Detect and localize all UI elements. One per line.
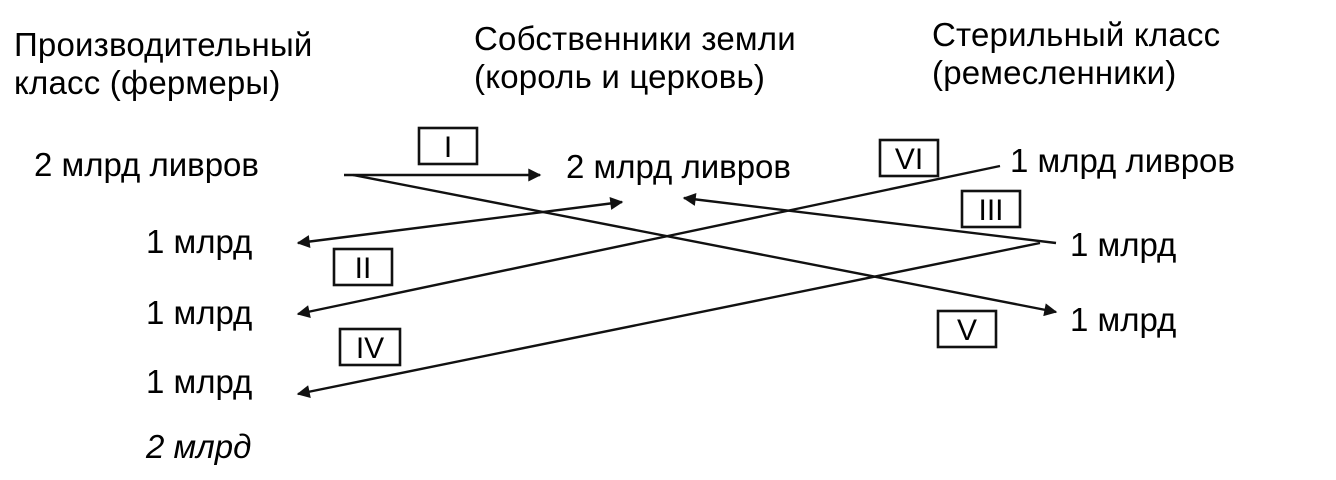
flow-label-I-text: I — [444, 131, 452, 164]
header-sterile-line2: (ремесленники) — [932, 54, 1176, 91]
flow-label-II: II — [332, 247, 394, 287]
header-landowners: Собственники земли (король и церковь) — [474, 20, 796, 95]
flow-II-arrow — [296, 197, 624, 248]
header-productive-class: Производительный класс (фермеры) — [14, 26, 313, 101]
farmers-amount-3: 1 млрд — [146, 363, 252, 400]
flow-label-III: III — [960, 189, 1022, 229]
header-sterile-line1: Стерильный класс — [932, 16, 1220, 53]
flow-label-I: I — [417, 126, 479, 166]
header-productive-line2: класс (фермеры) — [14, 64, 281, 101]
header-landowners-line1: Собственники земли — [474, 20, 796, 57]
flow-label-IV-text: IV — [356, 332, 384, 365]
flow-label-V: V — [936, 309, 998, 349]
flow-IV-arrow — [296, 241, 1041, 399]
header-productive-line1: Производительный — [14, 26, 313, 63]
flow-label-VI: VI — [878, 138, 940, 178]
artisans-amount-1: 1 млрд — [1070, 226, 1176, 263]
flow-label-IV: IV — [338, 327, 402, 367]
flow-label-II-text: II — [355, 252, 372, 285]
flow-label-V-text: V — [957, 314, 977, 347]
farmers-amount-2: 1 млрд — [146, 294, 252, 331]
flow-label-III-text: III — [978, 194, 1003, 227]
header-landowners-line2: (король и церковь) — [474, 58, 765, 95]
farmers-top-amount: 2 млрд ливров — [34, 146, 259, 183]
landowners-amount: 2 млрд ливров — [566, 148, 791, 185]
flow-V-arrow — [352, 173, 1058, 317]
flow-III-arrow — [682, 192, 1057, 245]
header-sterile-class: Стерильный класс (ремесленники) — [932, 16, 1220, 91]
flow-VI-arrow — [296, 164, 1001, 318]
farmers-total-amount: 2 млрд — [145, 428, 251, 465]
farmers-amount-1: 1 млрд — [146, 223, 252, 260]
flow-label-VI-text: VI — [895, 143, 923, 176]
artisans-top-amount: 1 млрд ливров — [1010, 142, 1235, 179]
artisans-amount-2: 1 млрд — [1070, 301, 1176, 338]
